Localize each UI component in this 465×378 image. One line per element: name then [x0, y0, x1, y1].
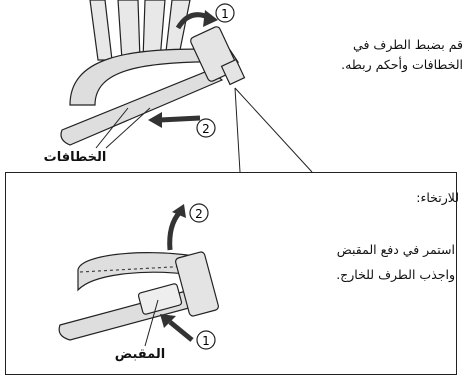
svg-text:1: 1	[221, 7, 229, 21]
arrow-2-icon	[160, 118, 200, 120]
release-instruction-line1: استمر في دفع المقبض	[336, 237, 455, 262]
tighten-instruction: قم بضبط الطرف في الخطافات وأحكم ربطه.	[303, 35, 463, 75]
tighten-instruction-line2: الخطافات وأحكم ربطه.	[303, 55, 463, 75]
release-title: للارتخاء:	[416, 190, 459, 205]
tighten-instruction-line1: قم بضبط الطرف في	[303, 35, 463, 55]
release-instruction-line2: واجذب الطرف للخارج.	[336, 262, 455, 287]
svg-text:2: 2	[202, 122, 210, 136]
hooks-label: الخطافات	[20, 150, 130, 165]
release-instruction: استمر في دفع المقبض واجذب الطرف للخارج.	[336, 237, 455, 287]
clamp-label: المقبض	[95, 347, 185, 362]
